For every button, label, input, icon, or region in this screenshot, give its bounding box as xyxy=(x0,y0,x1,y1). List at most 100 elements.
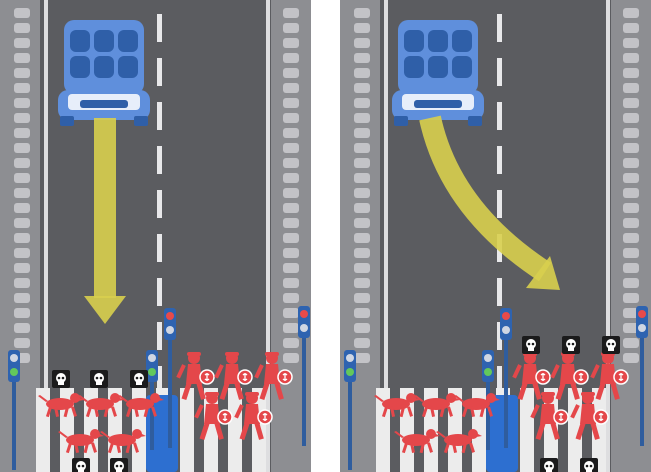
criminal-icon xyxy=(570,392,609,441)
left-curb-stud xyxy=(14,23,30,33)
dog-leg xyxy=(65,442,72,454)
criminal-arm xyxy=(550,364,560,379)
criminal-leg xyxy=(196,381,206,400)
dog-leg xyxy=(83,442,89,454)
scenario-right-illustration xyxy=(340,0,651,472)
dog-head xyxy=(468,429,478,439)
unlit-signal xyxy=(484,354,492,362)
lane-dash xyxy=(157,234,162,262)
criminal-torso xyxy=(522,364,538,384)
dog-leg xyxy=(45,406,52,418)
criminal-arm xyxy=(590,364,600,379)
dog-leg xyxy=(54,406,60,417)
skull-eye xyxy=(607,342,611,346)
dog-head xyxy=(486,393,496,403)
right-curb-stud xyxy=(623,218,639,228)
right-curb-stud xyxy=(283,173,299,183)
dog-tail xyxy=(454,395,464,402)
money-bag-icon xyxy=(257,409,273,425)
arrow-shaft xyxy=(419,115,552,282)
right-curb-stud xyxy=(283,143,299,153)
criminal-cap xyxy=(265,352,279,356)
traffic-light-icon xyxy=(298,306,310,446)
right-curb-stud xyxy=(283,188,299,198)
skull-icon xyxy=(522,336,540,354)
traffic-light-pole xyxy=(12,380,16,470)
car-seat xyxy=(70,56,90,78)
right-curb-stud xyxy=(623,353,639,363)
left-curb-stud xyxy=(14,98,30,108)
right-curb-stud xyxy=(623,113,639,123)
dog-leg xyxy=(469,442,475,453)
dollar-sign xyxy=(242,373,248,381)
right-curb-stud xyxy=(623,158,639,168)
dog-leg xyxy=(91,442,97,453)
skull-head xyxy=(76,461,86,471)
criminal-torso xyxy=(560,364,576,384)
green-signal xyxy=(346,368,354,376)
skull-eye xyxy=(567,342,571,346)
dog-leg xyxy=(452,442,458,453)
scenario-right-panel[interactable] xyxy=(340,0,651,472)
right-curb-stud xyxy=(623,203,639,213)
right-curb-stud xyxy=(283,23,299,33)
right-curb-stud xyxy=(623,188,639,198)
criminal-cap xyxy=(225,352,239,356)
skull-eye xyxy=(527,342,531,346)
dog-leg xyxy=(143,406,149,418)
skull-jaw xyxy=(546,469,552,472)
lane-dash xyxy=(497,146,502,174)
dog-icon xyxy=(78,393,124,418)
left-curb-stud xyxy=(14,248,30,258)
left-curb-stud xyxy=(14,293,30,303)
dog-icon xyxy=(100,429,146,454)
right-curb-stud xyxy=(283,233,299,243)
criminal-leg xyxy=(234,381,244,400)
dog-tail xyxy=(374,395,384,402)
red-signal xyxy=(166,312,174,320)
skull-head xyxy=(94,373,104,383)
skull-icon xyxy=(130,370,148,388)
car-wheel xyxy=(394,116,408,126)
right-curb-stud xyxy=(623,293,639,303)
traffic-light-pole xyxy=(302,336,306,446)
right-curb-stud xyxy=(283,98,299,108)
right-curb-stud xyxy=(623,8,639,18)
traffic-light-icon xyxy=(500,308,512,448)
dog-snout xyxy=(98,433,104,437)
dog-head xyxy=(446,393,456,403)
dog-leg xyxy=(439,406,445,418)
dog-snout xyxy=(434,433,440,437)
direction-arrow-icon xyxy=(84,118,126,324)
left-curb-stud xyxy=(354,293,370,303)
right-curb-stud xyxy=(623,23,639,33)
unlit-signal xyxy=(10,354,18,362)
right-curb-stud xyxy=(623,338,639,348)
right-curb-stud xyxy=(283,248,299,258)
dog-leg xyxy=(125,406,132,418)
lane-dash xyxy=(497,58,502,86)
crosswalk-stripe xyxy=(592,388,606,472)
scenario-left-panel[interactable] xyxy=(0,0,311,472)
dog-icon xyxy=(58,429,104,454)
criminal-leg xyxy=(555,381,566,401)
dog-leg xyxy=(427,442,433,453)
green-signal xyxy=(148,368,156,376)
dollar-sign xyxy=(282,373,288,381)
scenario-left-illustration xyxy=(0,0,311,472)
left-curb-stud xyxy=(354,158,370,168)
skull-eye xyxy=(571,342,575,346)
left-curb-stud xyxy=(354,188,370,198)
dog-leg xyxy=(461,406,468,418)
left-curb-stud xyxy=(354,8,370,18)
dog-leg xyxy=(470,406,476,417)
dog-icon xyxy=(38,393,84,418)
criminal-arm xyxy=(234,404,244,419)
right-curb-stud xyxy=(283,293,299,303)
traffic-light-icon xyxy=(146,350,158,450)
skull-eye xyxy=(57,376,61,380)
left-curb-stud xyxy=(14,173,30,183)
lane-dash xyxy=(497,102,502,130)
right-curb-stud xyxy=(623,308,639,318)
dog-head xyxy=(150,393,160,403)
